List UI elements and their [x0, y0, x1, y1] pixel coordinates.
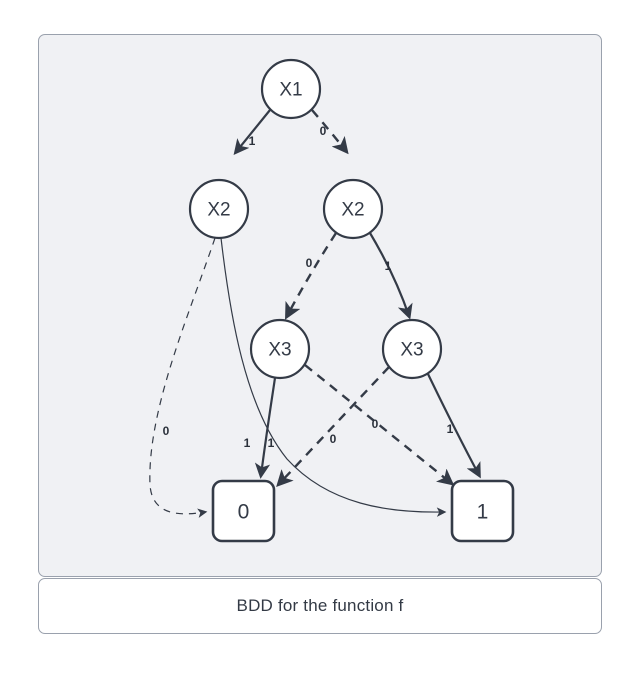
node-terminal-one-label: 1 [477, 501, 489, 524]
bdd-graph: X1 X2 X2 X3 X3 0 [149, 58, 515, 543]
edge-x3a-term0-one [254, 377, 277, 479]
edge-label-x2b-x3b: 1 [385, 259, 392, 273]
node-x1-label: X1 [279, 80, 302, 101]
node-terminal-zero-box[interactable] [211, 479, 276, 543]
node-x1-circle[interactable] [260, 58, 322, 120]
edge-x1-x2a-one [233, 109, 271, 155]
diagram-panel: X1 X2 X2 X3 X3 0 [38, 34, 602, 577]
edge-x2b-x3a-zero [285, 232, 338, 320]
edge-x2b-x3b-one [369, 232, 413, 320]
node-terminal-one-box[interactable] [450, 479, 515, 543]
node-x3-right[interactable]: X3 [381, 318, 443, 380]
bdd-figure: X1 X2 X2 X3 X3 0 [38, 34, 602, 634]
node-x2-right-label: X2 [341, 200, 364, 221]
edge-label-x2a-term1: 1 [244, 436, 251, 450]
edge-label-x3a-term0: 1 [268, 436, 275, 450]
node-x2-left[interactable]: X2 [188, 178, 250, 240]
node-x3-left-label: X3 [268, 340, 291, 361]
node-x3-left[interactable]: X3 [249, 318, 311, 380]
edge-x3b-term0-zero [276, 366, 390, 488]
edge-label-x2a-term0: 0 [163, 424, 170, 438]
node-terminal-one[interactable]: 1 [450, 479, 515, 543]
node-x1[interactable]: X1 [260, 58, 322, 120]
edge-label-x3b-term0: 0 [330, 432, 337, 446]
node-x3-right-circle[interactable] [381, 318, 443, 380]
edge-label-x1-x2a: 1 [249, 134, 256, 148]
edge-x2a-term1-one [220, 237, 447, 517]
node-x2-left-label: X2 [207, 200, 230, 221]
node-x3-right-label: X3 [400, 340, 423, 361]
node-x2-right[interactable]: X2 [322, 178, 384, 240]
node-terminal-zero-label: 0 [238, 501, 250, 524]
node-terminal-zero[interactable]: 0 [211, 479, 276, 543]
edge-x3b-term1-one [427, 373, 481, 479]
figure-caption-text: BDD for the function f [236, 596, 404, 615]
edge-label-x1-x2b: 0 [320, 124, 327, 138]
edge-label-x2b-x3a: 0 [306, 256, 313, 270]
node-x2-right-circle[interactable] [322, 178, 384, 240]
edge-x2a-term0-zero [149, 237, 216, 518]
node-x2-left-circle[interactable] [188, 178, 250, 240]
edge-label-x3b-term1: 1 [447, 422, 454, 436]
node-x3-left-circle[interactable] [249, 318, 311, 380]
figure-caption-panel: BDD for the function f [38, 578, 602, 634]
edge-label-x3a-term1: 0 [372, 417, 379, 431]
edge-x1-x2b-zero [311, 109, 349, 155]
